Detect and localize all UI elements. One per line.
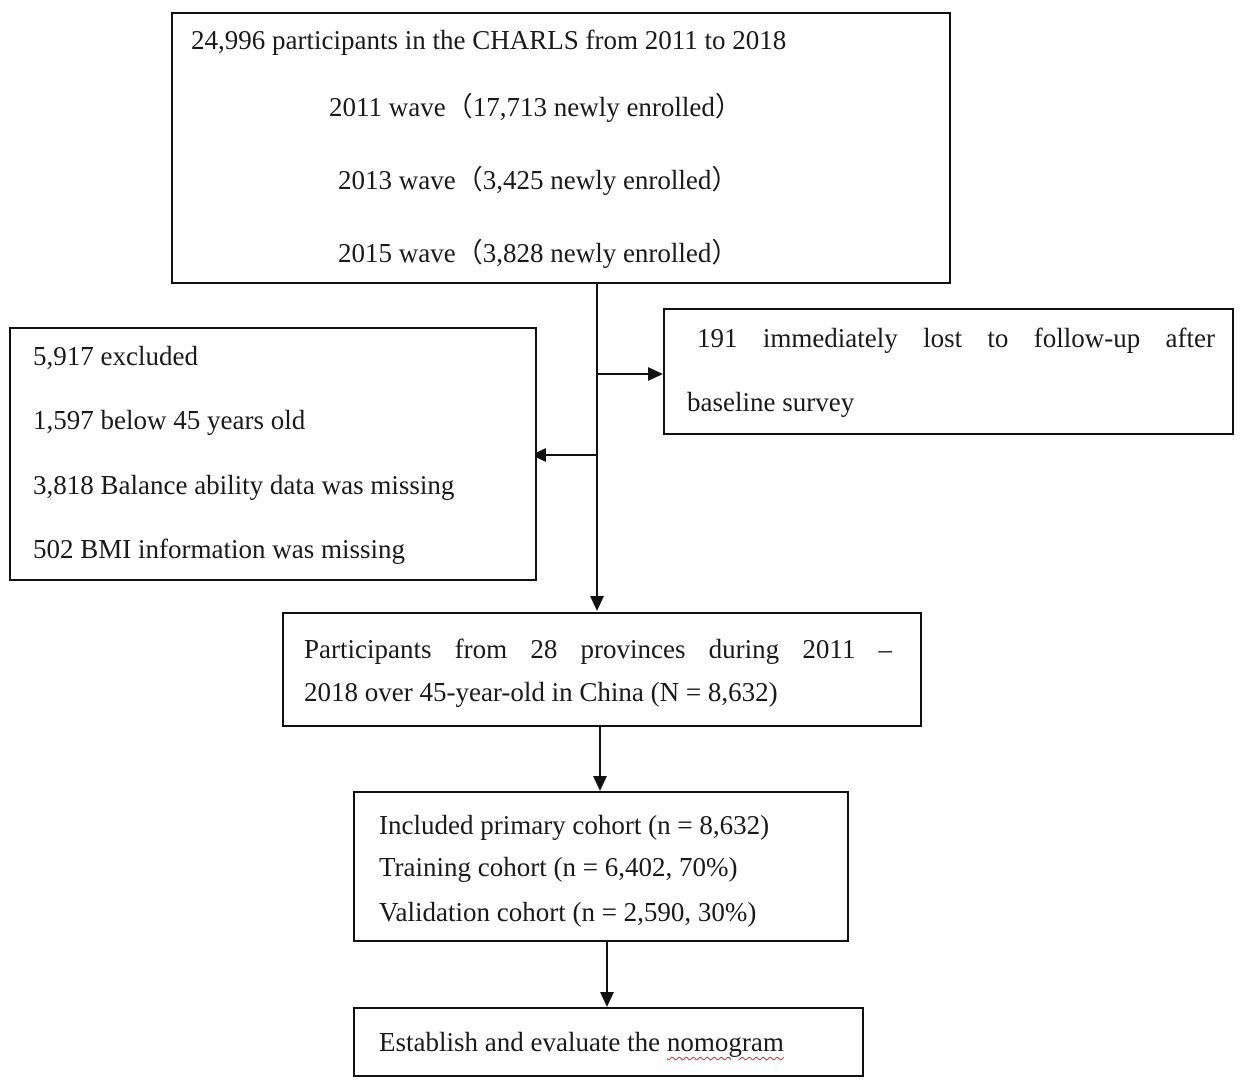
arrowhead-to-cohort (593, 776, 607, 791)
excluded-bmi-text: 502 BMI information was missing (33, 534, 405, 564)
excluded-total-text: 5,917 excluded (33, 341, 198, 371)
wave-2013-text: 2013 wave（3,425 newly enrolled） (338, 165, 739, 195)
nomogram-text-prefix: Establish and evaluate the (379, 1027, 667, 1057)
nomogram-text: Establish and evaluate the nomogram (379, 1027, 784, 1057)
enrollment-total-text: 24,996 participants in the CHARLS from 2… (191, 25, 787, 55)
arrowhead-to-final (600, 992, 614, 1007)
primary-cohort-text: Included primary cohort (n = 8,632) (379, 810, 770, 840)
participants-line2: 2018 over 45-year-old in China (N = 8,63… (304, 677, 778, 707)
lost-to-follow-up-box: 191 immediately lost to follow-up after … (663, 308, 1234, 435)
nomogram-word: nomogram (666, 1027, 784, 1057)
validation-cohort-text: Validation cohort (n = 2,590, 30%) (379, 897, 757, 927)
wave-2015-text: 2015 wave（3,828 newly enrolled） (338, 238, 739, 268)
lost-to-follow-up-line1: 191 immediately lost to follow-up after (697, 323, 1215, 353)
excluded-balance-text: 3,818 Balance ability data was missing (33, 470, 455, 500)
arrowhead-to-participants (590, 596, 604, 611)
excluded-age-text: 1,597 below 45 years old (33, 405, 306, 435)
participants-box: Participants from 28 provinces during 20… (282, 612, 922, 727)
arrowhead-to-lost (648, 367, 663, 381)
enrollment-box: 24,996 participants in the CHARLS from 2… (171, 12, 951, 284)
lost-to-follow-up-line2: baseline survey (687, 387, 855, 417)
wave-2011-text: 2011 wave（17,713 newly enrolled） (329, 92, 742, 122)
excluded-box: 5,917 excluded 1,597 below 45 years old … (9, 327, 537, 581)
nomogram-box: Establish and evaluate the nomogram (353, 1007, 864, 1077)
training-cohort-text: Training cohort (n = 6,402, 70%) (379, 852, 738, 882)
participants-line1: Participants from 28 provinces during 20… (304, 634, 892, 664)
cohort-box: Included primary cohort (n = 8,632) Trai… (353, 791, 849, 942)
